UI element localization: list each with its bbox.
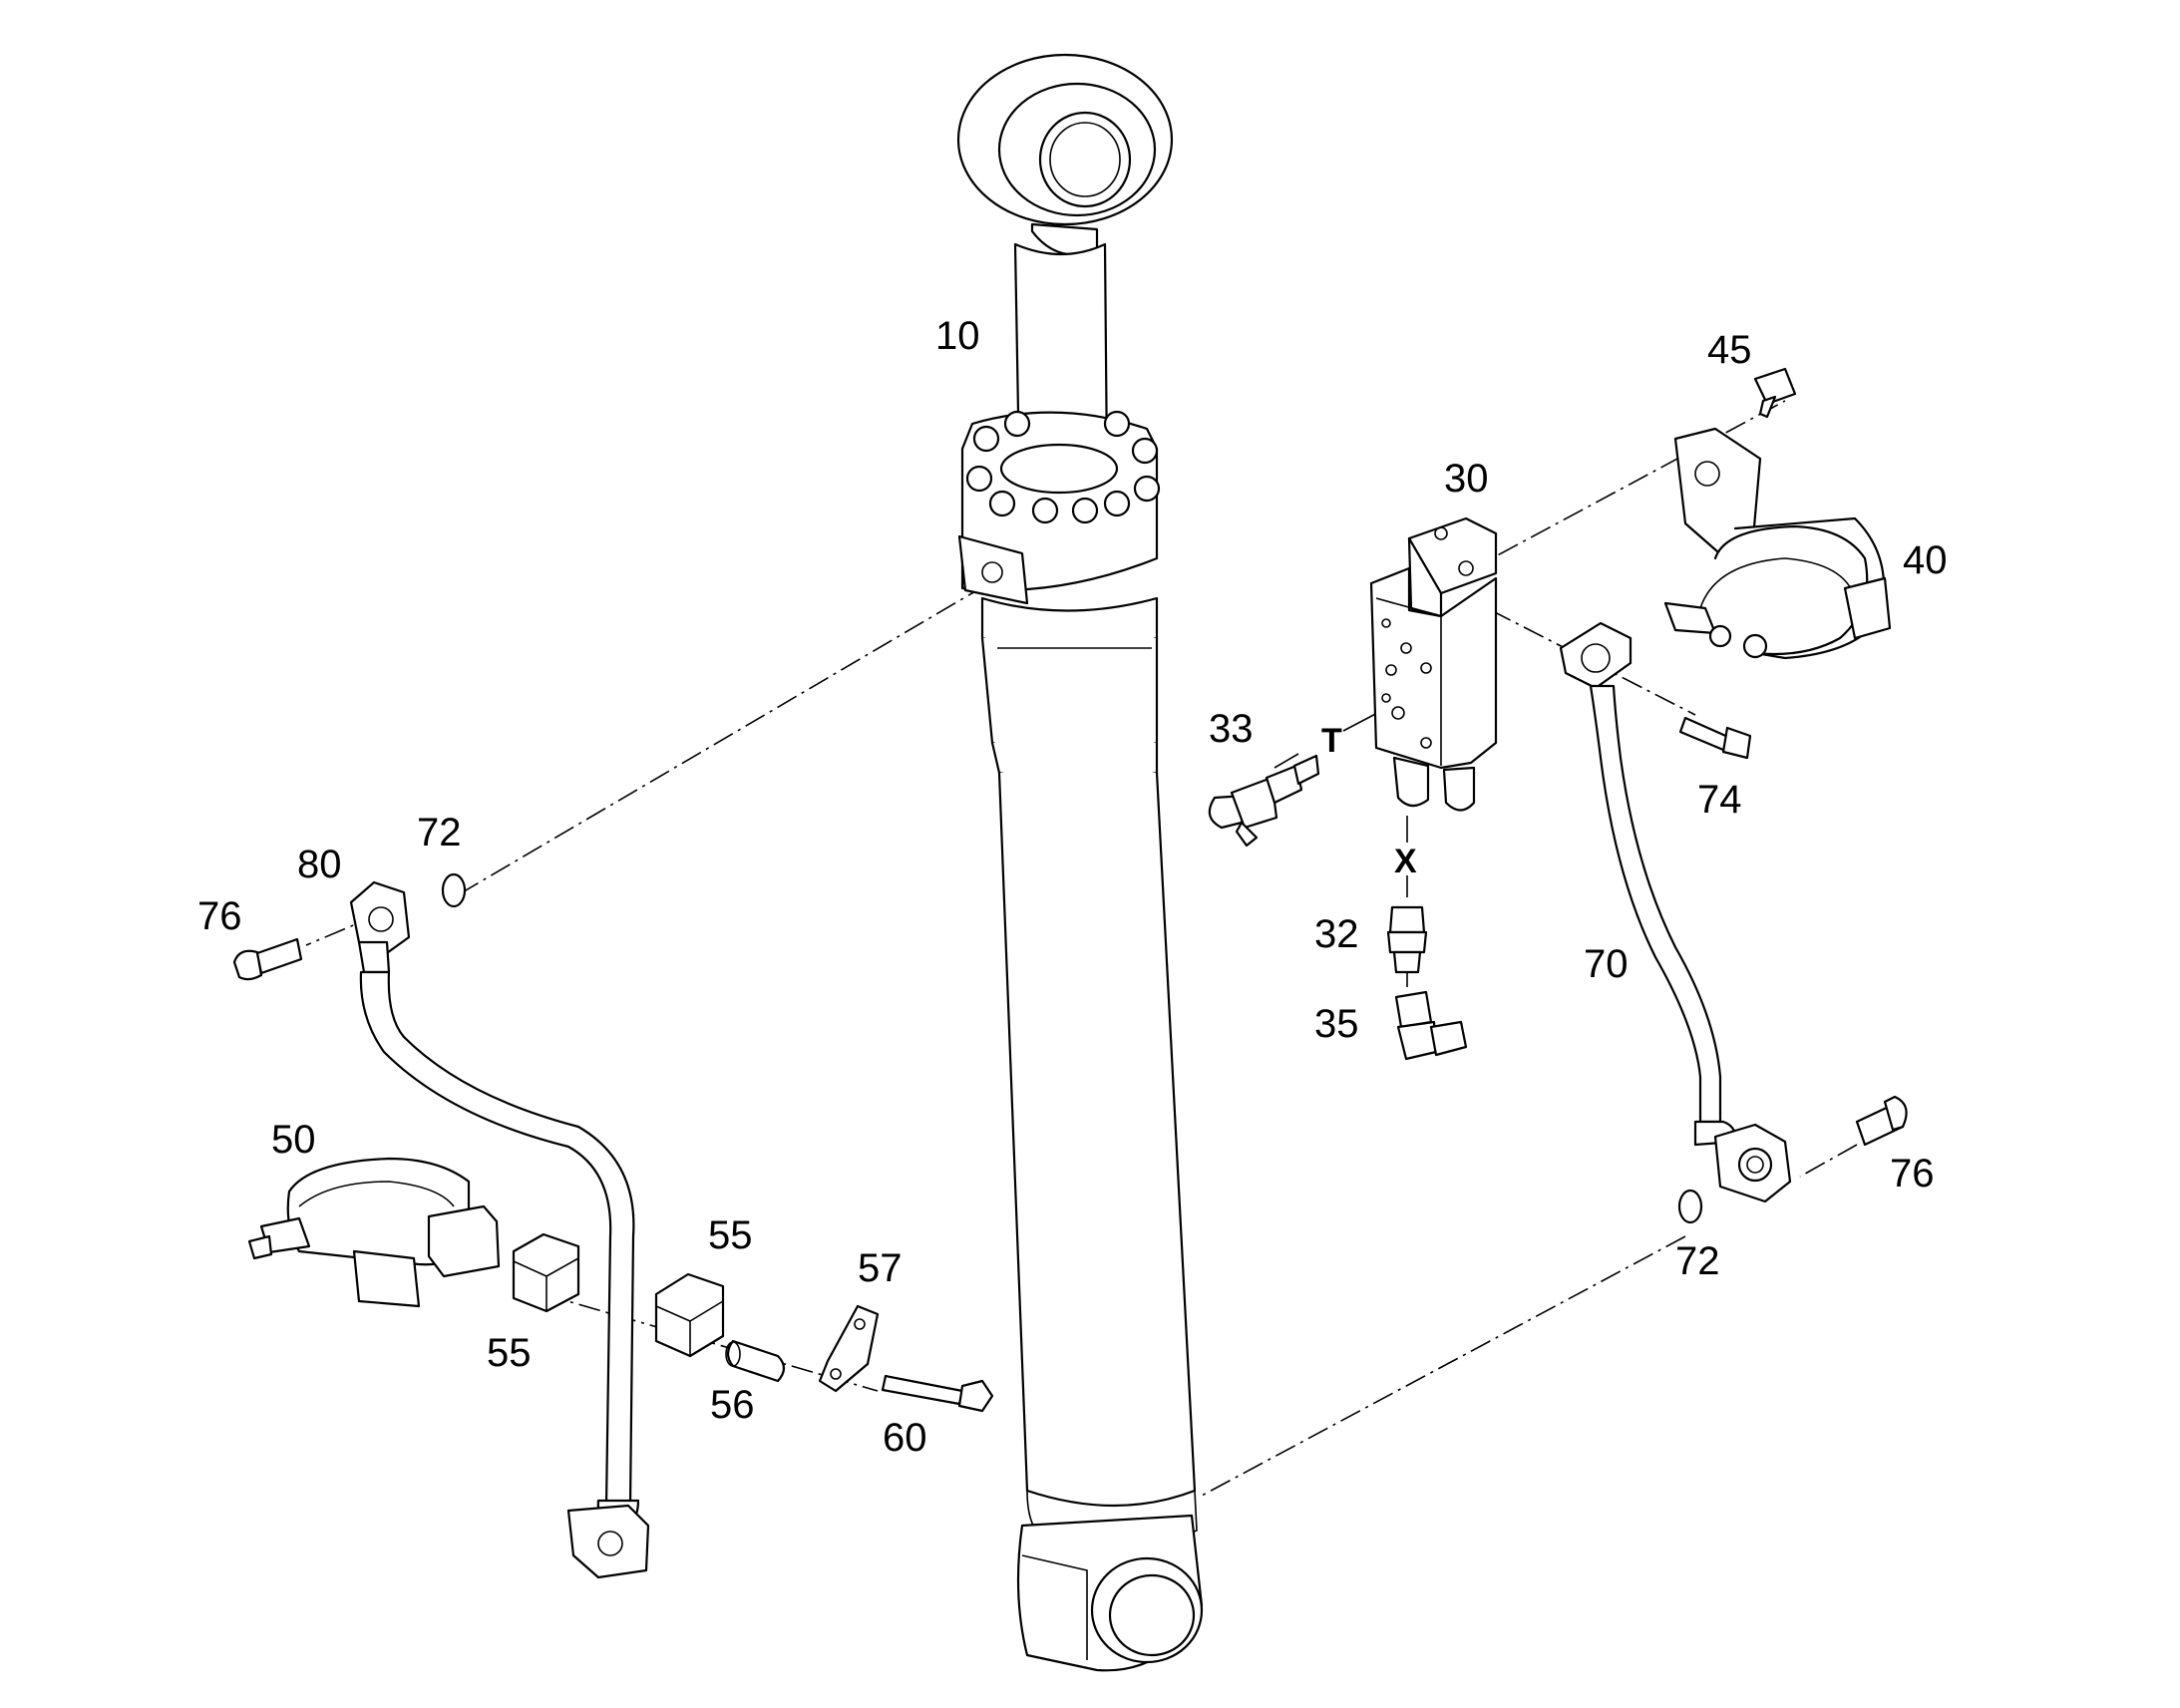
plate-57 [818, 1304, 880, 1393]
bolt-60 [881, 1374, 994, 1413]
callout-74: 74 [1697, 778, 1742, 822]
callout-32: 32 [1314, 912, 1359, 956]
callout-45: 45 [1707, 328, 1752, 372]
callout-70: 70 [1584, 942, 1629, 986]
port-x-label: X [1394, 843, 1417, 880]
clamp-half-55-a [512, 1232, 580, 1313]
callout-57: 57 [858, 1246, 903, 1290]
callout-56: 56 [710, 1383, 755, 1427]
nipple-32 [1386, 905, 1428, 974]
valve-block [1369, 516, 1498, 812]
sleeve-56 [725, 1339, 786, 1383]
callout-55-upper: 55 [708, 1213, 753, 1257]
gland-bolts [965, 410, 1161, 524]
bolt-45 [1753, 367, 1797, 419]
clamp-half-55-b [654, 1272, 725, 1358]
hydraulic-cylinder [956, 53, 1204, 1672]
pipe-70 [1559, 621, 1792, 1203]
callout-80: 80 [297, 843, 342, 886]
callout-76-left: 76 [197, 894, 242, 938]
port-labels: T X [1321, 722, 1417, 880]
clamp-50 [247, 1157, 501, 1308]
callout-76-right: 76 [1890, 1152, 1935, 1196]
callout-40: 40 [1903, 538, 1948, 582]
callout-35: 35 [1314, 1002, 1359, 1046]
o-ring-72-left [441, 872, 467, 908]
o-ring-72-right [1677, 1189, 1703, 1224]
callout-55-lower: 55 [487, 1331, 532, 1375]
callout-60: 60 [883, 1416, 927, 1460]
callout-33: 33 [1209, 707, 1254, 751]
callout-30: 30 [1444, 457, 1489, 501]
callout-10: 10 [935, 314, 980, 358]
bolt-74 [1678, 716, 1752, 760]
elbow-35 [1394, 990, 1468, 1061]
callout-72-left: 72 [417, 811, 462, 854]
port-t-label: T [1321, 722, 1342, 760]
clamp-40 [1663, 427, 1892, 660]
callout-72-right: 72 [1675, 1239, 1720, 1283]
bolt-76-left [232, 937, 303, 981]
callout-50: 50 [271, 1118, 316, 1162]
fitting-33 [1208, 754, 1320, 848]
bolt-76-right [1855, 1095, 1908, 1147]
callouts: 10 30 32 33 35 40 45 50 55 55 56 57 60 7… [197, 314, 1948, 1460]
pipe-80 [349, 880, 650, 1579]
